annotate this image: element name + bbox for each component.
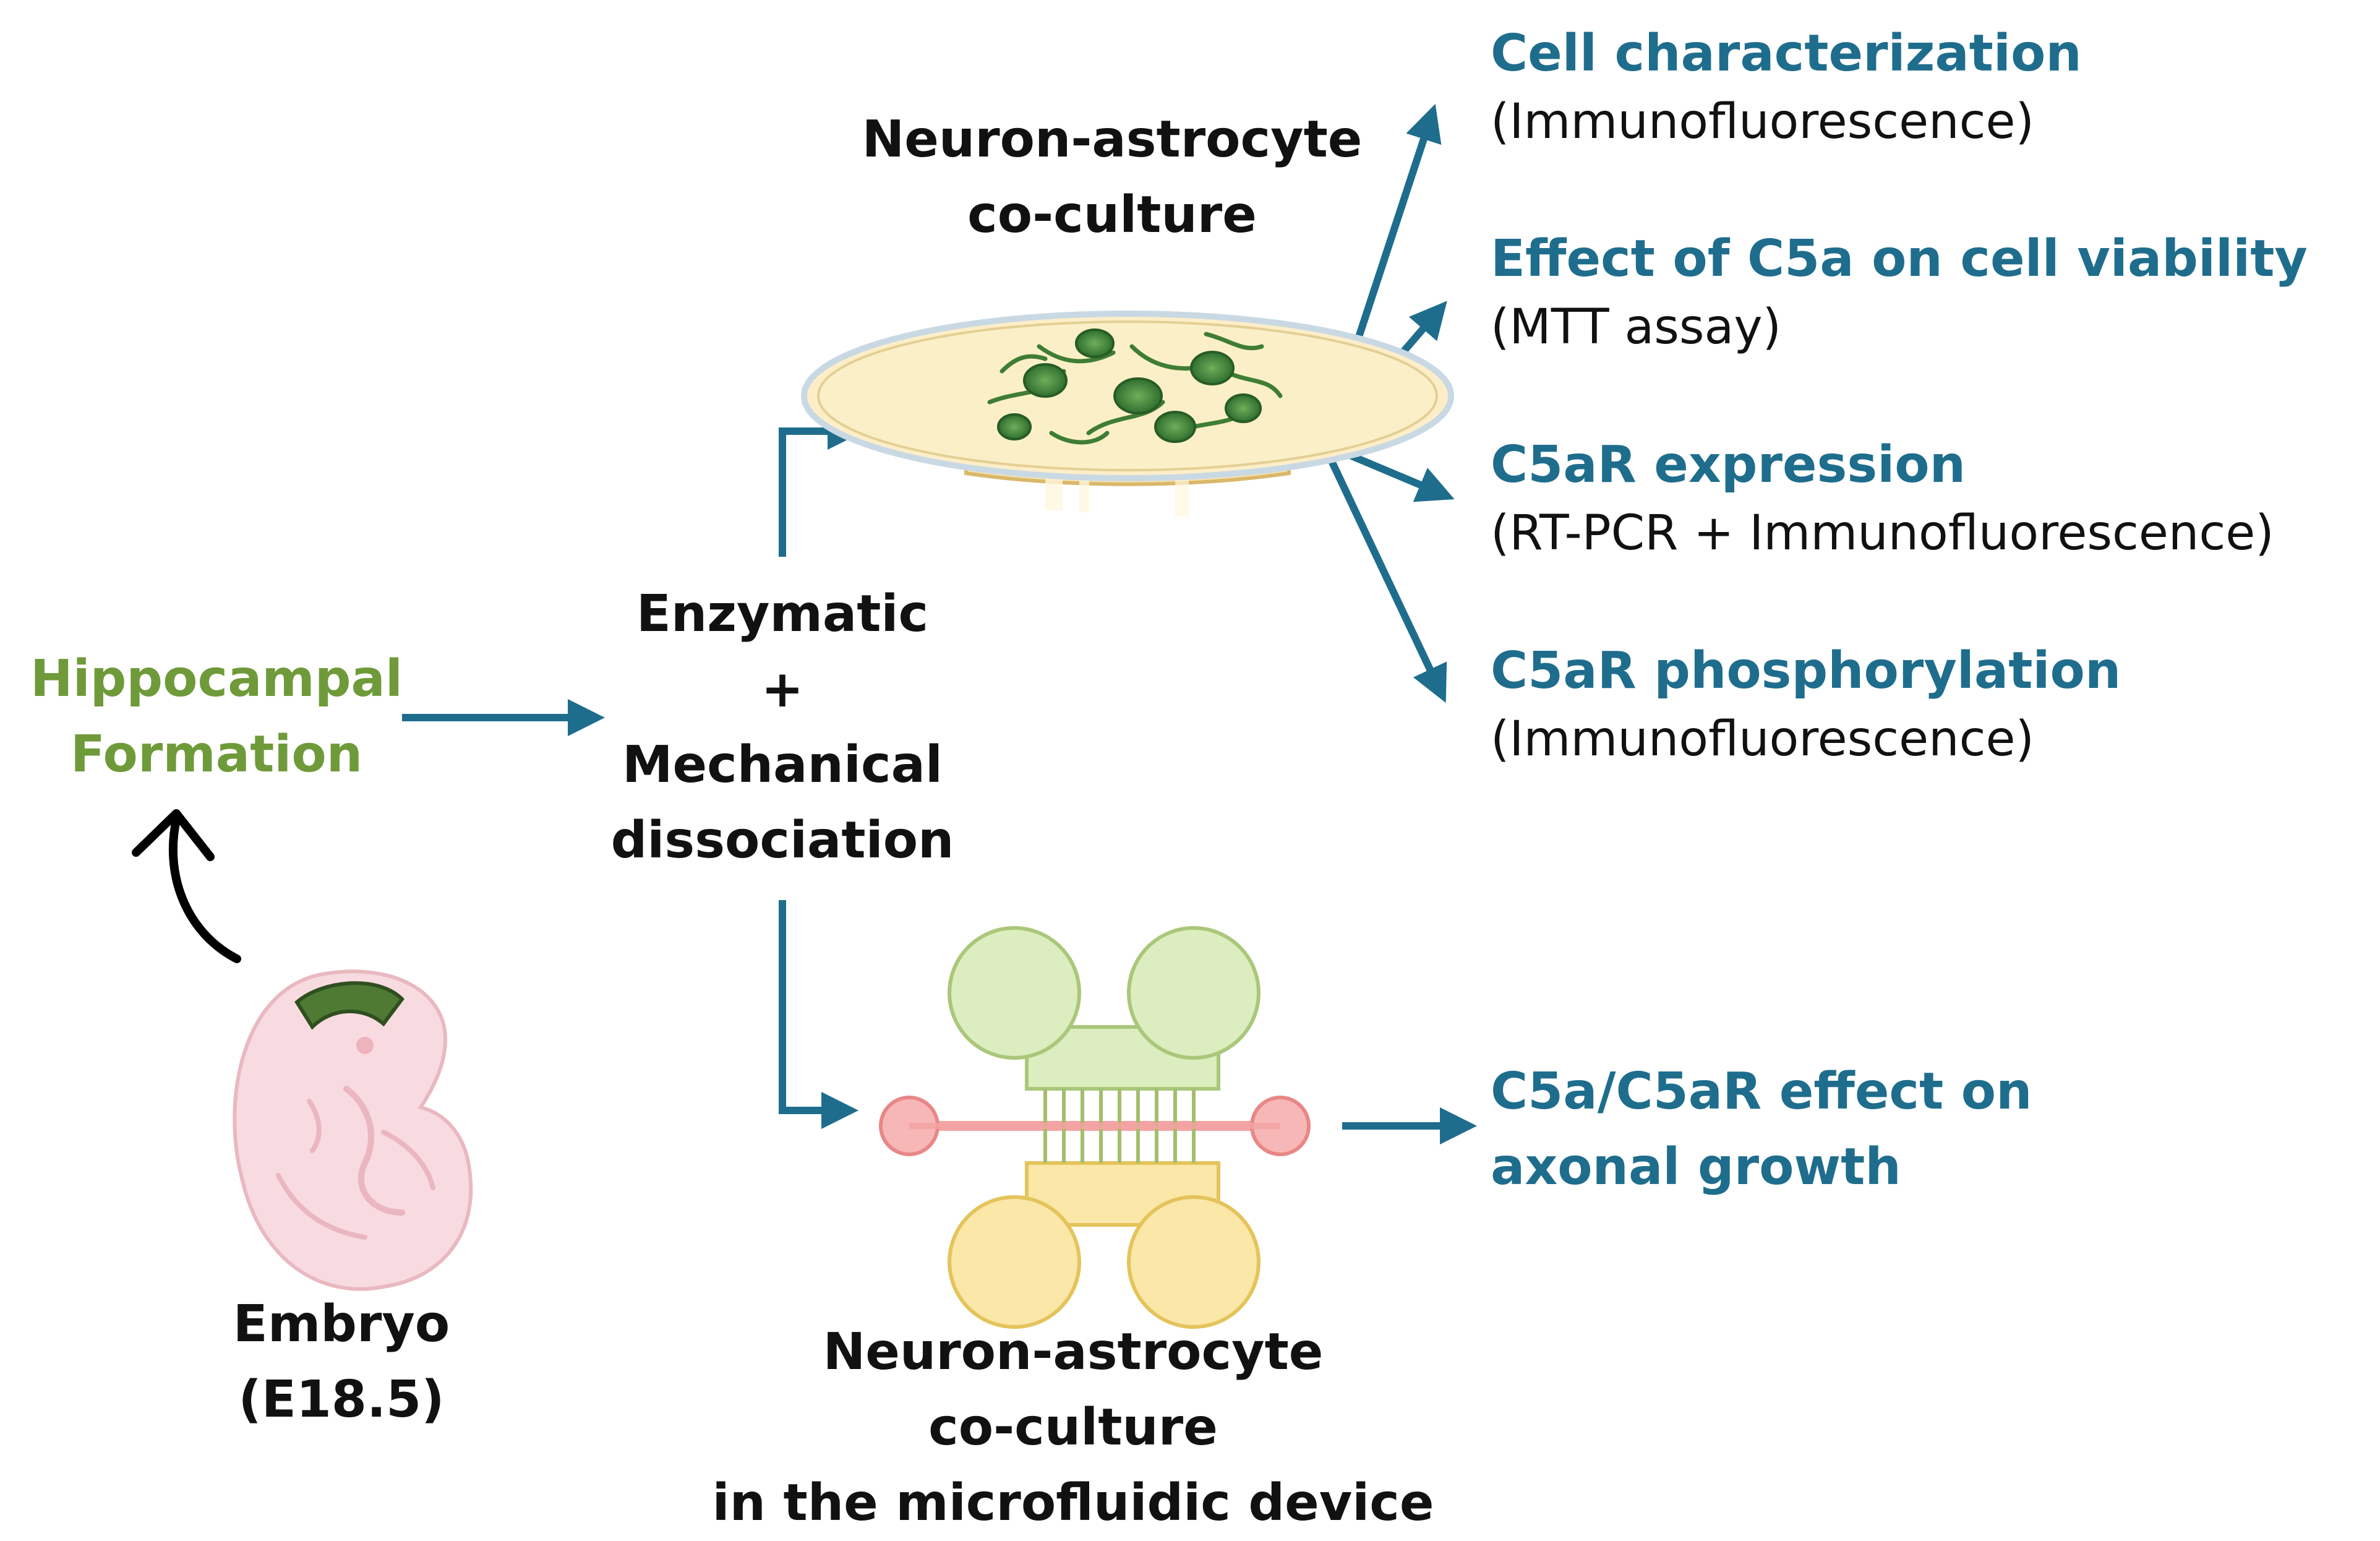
outcome-axonal-growth: C5a/C5aR effect on axonal growth — [1491, 1054, 2032, 1205]
dissociation-line-2: + — [761, 660, 804, 719]
hippocampal-line: Hippocampal — [30, 650, 403, 708]
outcome-cell-viability: Effect of C5a on cell viability (MTT ass… — [1491, 225, 2308, 361]
dissociation-line-1: Enzymatic — [636, 585, 929, 643]
coculture-device-label: Neuron-astrocyte co-culture in the micro… — [712, 1315, 1434, 1541]
dissociation-to-dish-arrow — [779, 413, 865, 557]
outcome-method: (Immunofluorescence) — [1491, 94, 2034, 150]
outcome-method: (Immunofluorescence) — [1491, 711, 2034, 767]
microfluidic-device-icon — [879, 926, 1311, 1329]
axonal-line-2: axonal growth — [1491, 1138, 1901, 1196]
coculture-dish-line-1: Neuron-astrocyte — [862, 110, 1363, 169]
arrow-to-c5ar-phosphorylation — [1320, 442, 1447, 703]
dissociation-to-chip-arrow — [779, 900, 858, 1129]
embryo-icon — [233, 969, 473, 1291]
coculture-device-line-3: in the microfluidic device — [712, 1474, 1434, 1532]
embryo-to-hippocampus-arrow — [132, 809, 241, 963]
embryo-name: Embryo — [233, 1295, 450, 1354]
outcome-method: (RT-PCR + Immunofluorescence) — [1491, 505, 2274, 561]
outcome-cell-characterization: Cell characterization (Immunofluorescenc… — [1491, 20, 2082, 156]
coculture-dish-line-2: co-culture — [967, 186, 1257, 244]
embryo-stage: (E18.5) — [238, 1370, 445, 1429]
hippocampus-icon — [294, 981, 405, 1030]
petri-dish-icon — [801, 311, 1454, 517]
dissociation-line-4: dissociation — [610, 811, 954, 870]
dissociation-label: Enzymatic + Mechanical dissociation — [611, 577, 954, 878]
coculture-dish-label: Neuron-astrocyte co-culture — [862, 102, 1363, 253]
axonal-line-1: C5a/C5aR effect on — [1491, 1062, 2032, 1121]
hippocampal-formation-label: Hippocampal Formation — [30, 642, 403, 792]
outcome-title: Cell characterization — [1491, 24, 2082, 83]
outcome-title: Effect of C5a on cell viability — [1491, 230, 2308, 288]
coculture-device-line-2: co-culture — [928, 1398, 1218, 1457]
outcome-method: (MTT assay) — [1491, 299, 1781, 355]
formation-line: Formation — [70, 725, 363, 784]
outcome-title: C5aR phosphorylation — [1491, 642, 2121, 700]
outcome-c5ar-phosphorylation: C5aR phosphorylation (Immunofluorescence… — [1491, 637, 2121, 773]
coculture-device-line-1: Neuron-astrocyte — [823, 1323, 1324, 1381]
outcome-c5ar-expression: C5aR expression (RT-PCR + Immunofluoresc… — [1491, 431, 2274, 567]
dissociation-line-3: Mechanical — [622, 736, 943, 794]
embryo-label: Embryo (E18.5) — [233, 1287, 450, 1438]
outcome-title: C5aR expression — [1491, 436, 1966, 494]
